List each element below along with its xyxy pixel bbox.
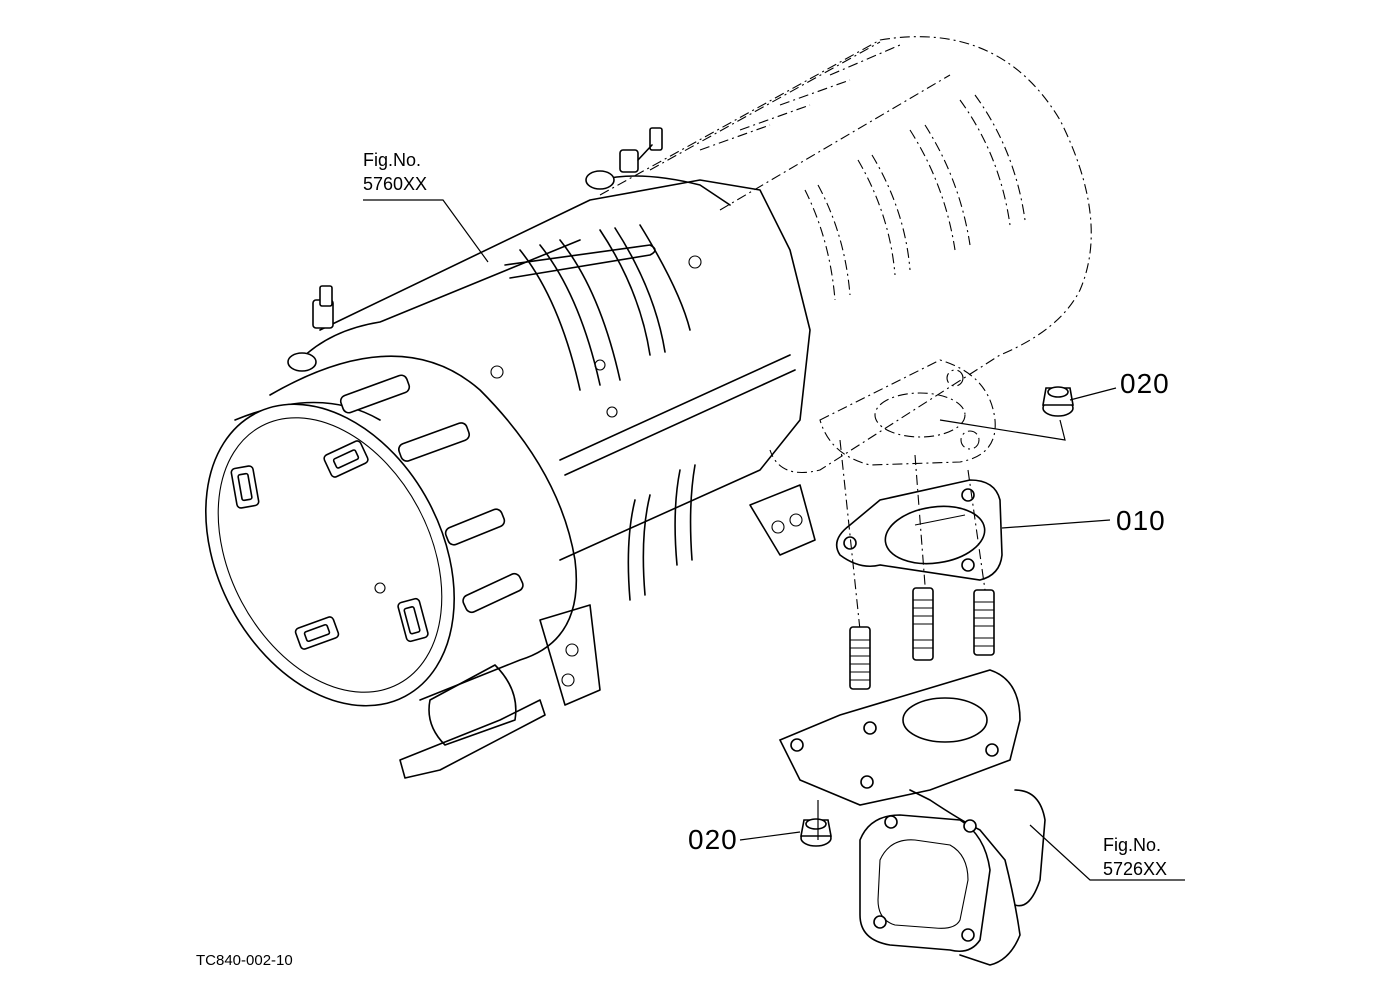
exhaust-manifold-drawing — [778, 669, 1046, 966]
studs — [839, 439, 995, 690]
part-label-nut-lower: 020 — [688, 824, 738, 855]
fig-ref-manifold: Fig.No. 5726XX — [1103, 833, 1167, 882]
fig-ref-dpf: Fig.No. 5760XX — [363, 148, 427, 197]
flange-nut-lower — [800, 818, 832, 847]
drawing-code: TC840-002-10 — [196, 952, 293, 969]
dpf-rear-shell — [599, 36, 1092, 474]
part-label-nut-upper: 020 — [1120, 368, 1170, 399]
fig-ref-dpf-line2: 5760XX — [363, 174, 428, 195]
fig-ref-dpf-line1: Fig.No. — [363, 150, 422, 170]
part-label-gasket: 010 — [1116, 505, 1166, 536]
dpf-front-end-cap — [205, 355, 578, 779]
dpf-middle-body — [287, 127, 816, 706]
leader-lines — [363, 199, 1185, 881]
flange-nut-upper — [1042, 386, 1074, 417]
gasket-010-drawing — [835, 479, 1003, 581]
fig-ref-manifold-line2: 5726XX — [1103, 859, 1168, 880]
fig-ref-manifold-line1: Fig.No. — [1103, 835, 1162, 855]
